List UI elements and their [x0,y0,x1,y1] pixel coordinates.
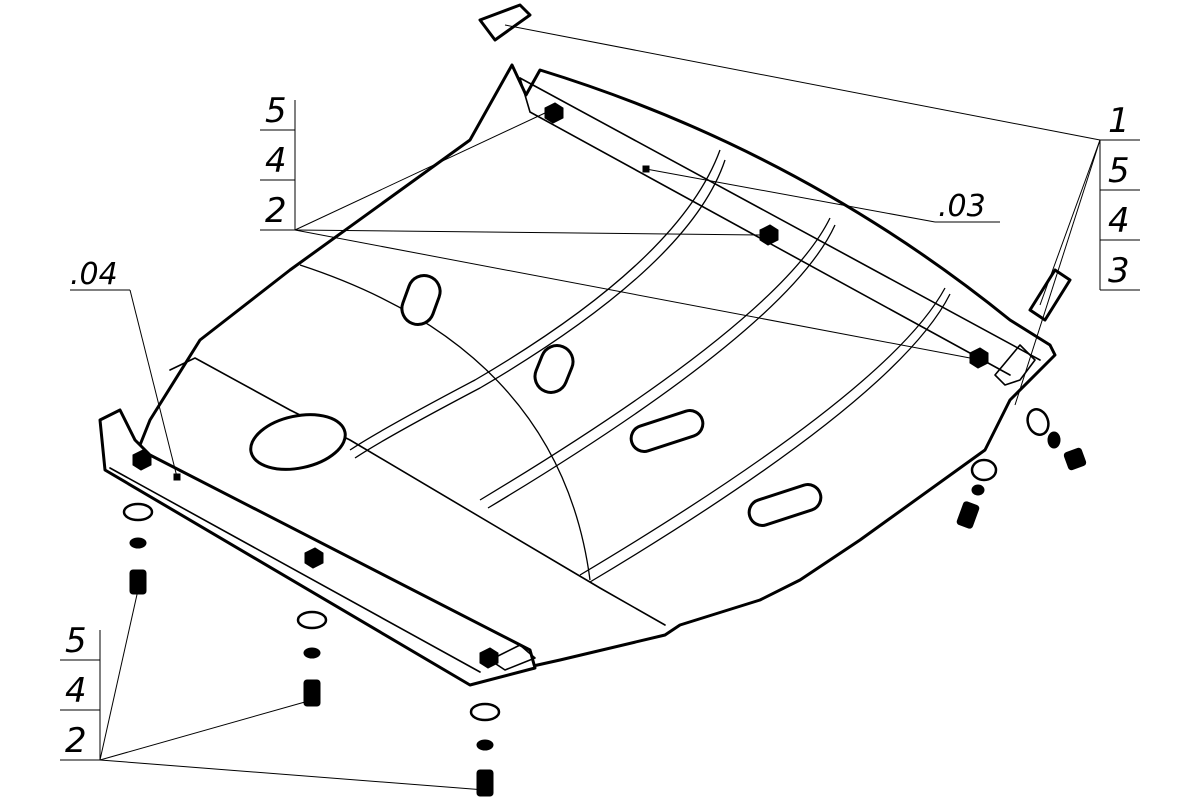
front-fastener-stack-right [1026,408,1087,471]
callout-left-top: 5 4 2 [265,91,287,231]
oil-drain-hole [249,413,347,471]
callout-left-top-3: 2 [265,191,287,231]
vent-slots [400,274,823,527]
front-fastener-stack-lower [956,458,998,529]
callout-left-bottom-3: 2 [65,721,87,761]
callout-left-bottom-2: 4 [65,671,87,711]
stamped-ribs [299,149,951,583]
callout-right-top-3: 4 [1108,201,1130,241]
callout-left-bottom-1: 5 [65,621,87,661]
callout-right-top: 1 5 4 3 [1108,101,1130,291]
callout-right-top-1: 1 [1108,101,1130,141]
rear-fastener-stack-right [469,702,501,797]
front-left-bracket [478,3,532,42]
callout-left-bottom: 5 4 2 [65,621,87,761]
rear-mounting-bar [98,408,537,687]
rear-fastener-stack-mid [296,610,328,707]
rear-right-hook [489,644,536,671]
callout-left-top-1: 5 [265,91,287,131]
callout-right-top-2: 5 [1108,151,1130,191]
skid-plate-outline [128,63,1057,682]
front-right-hook [994,344,1036,386]
detail-03-label: .03 [938,189,986,224]
rear-fastener-stack-left [122,502,154,595]
rear-mounting-bar-edge [109,467,481,673]
callout-right-top-4: 3 [1108,251,1130,291]
crossbar-bolts [132,102,989,669]
leader-lines [60,24,1140,791]
detail-04-label: .04 [70,257,118,292]
callout-left-top-2: 4 [265,141,287,181]
